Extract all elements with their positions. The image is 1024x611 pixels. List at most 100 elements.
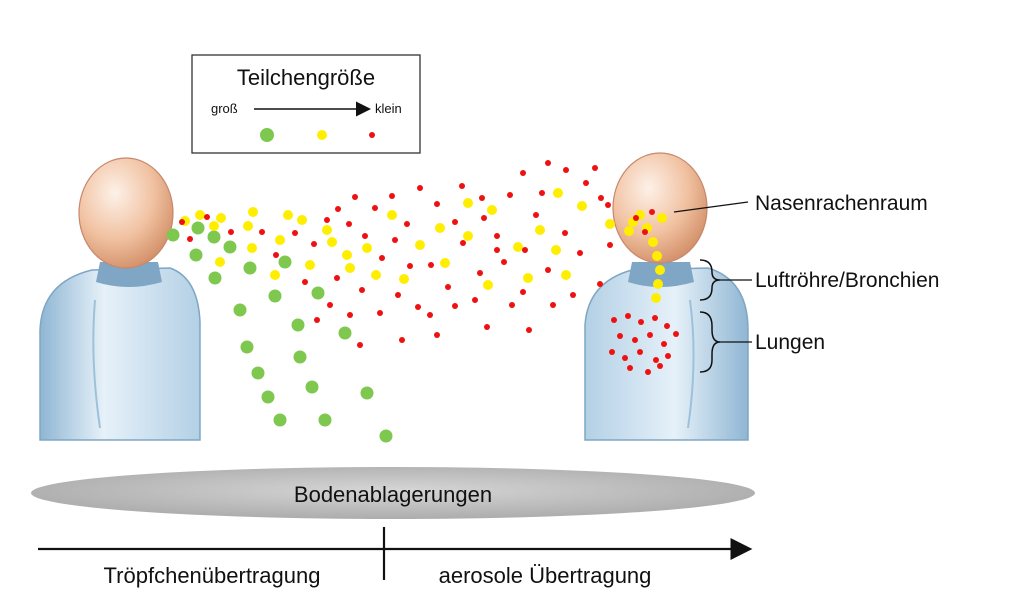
medium-particle [415, 240, 425, 250]
medium-particle [463, 198, 473, 208]
lung-small-particle [633, 215, 639, 221]
small-particle [592, 165, 598, 171]
small-particle [479, 195, 485, 201]
large-particle [243, 261, 257, 275]
small-particle [445, 284, 451, 290]
lung-small-particle [625, 313, 631, 319]
small-particle [335, 206, 341, 212]
medium-particle [247, 243, 257, 253]
person-left-arm-fold [92, 299, 101, 429]
medium-particle [553, 188, 563, 198]
small-particle [334, 275, 340, 281]
person-left [39, 157, 201, 441]
small-particle [314, 317, 320, 323]
medium-particle [362, 243, 372, 253]
airway-medium-particle [648, 237, 658, 247]
medium-particle [435, 223, 445, 233]
lung-small-particle [609, 349, 615, 355]
trachea-bronchi-label: Luftröhre/Bronchien [755, 269, 939, 292]
lung-small-particle [647, 332, 653, 338]
large-particle [251, 366, 265, 380]
large-particle [360, 386, 374, 400]
airway-medium-particle [651, 293, 661, 303]
large-particle [311, 286, 325, 300]
small-particle [311, 241, 317, 247]
small-particle [273, 252, 279, 258]
medium-particle [399, 274, 409, 284]
small-particle [545, 267, 551, 273]
legend-swatch-small [369, 132, 375, 138]
small-particle [520, 170, 526, 176]
anatomy-annotations: Nasenrachenraum Luftröhre/Bronchien Lung… [673, 192, 939, 373]
small-particle [597, 281, 603, 287]
small-particle [395, 292, 401, 298]
small-particle [204, 214, 210, 220]
lung-small-particle [638, 319, 644, 325]
small-particle [228, 229, 234, 235]
airway-medium-particle [652, 251, 662, 261]
droplet-transmission-label: Tröpfchenübertragung [104, 563, 321, 588]
ground-ellipse [31, 467, 755, 519]
small-particle [372, 205, 378, 211]
small-particle [357, 342, 363, 348]
large-particle [291, 318, 305, 332]
small-particle [379, 255, 385, 261]
airway-medium-particle [624, 226, 634, 236]
small-particle [428, 262, 434, 268]
lung-small-particle [622, 355, 628, 361]
transmission-axis: Tröpfchenübertragung aerosole Übertragun… [38, 527, 753, 588]
medium-particle [305, 260, 315, 270]
small-particle [389, 193, 395, 199]
lungs-label: Lungen [755, 331, 825, 354]
small-particle [605, 202, 611, 208]
small-particle [545, 160, 551, 166]
person-left-body [39, 267, 201, 441]
small-particle [404, 221, 410, 227]
small-particle [452, 303, 458, 309]
medium-particle [275, 235, 285, 245]
large-particle [208, 271, 222, 285]
medium-particle [577, 201, 587, 211]
small-particle [607, 242, 613, 248]
small-particle [259, 229, 265, 235]
medium-particle [551, 245, 561, 255]
legend: Teilchengröße groß klein [191, 54, 421, 154]
large-particle [278, 255, 292, 269]
medium-particle [487, 205, 497, 215]
small-particle [292, 230, 298, 236]
lung-small-particle [665, 353, 671, 359]
medium-particle [270, 270, 280, 280]
legend-swatch-large [260, 128, 274, 142]
legend-from-label: groß [211, 101, 238, 116]
medium-particle [561, 270, 571, 280]
medium-particle [216, 213, 226, 223]
legend-frame [191, 54, 421, 154]
medium-particle [195, 210, 205, 220]
large-particle [305, 380, 319, 394]
large-particle [223, 240, 237, 254]
small-particle [324, 217, 330, 223]
aerosol-transmission-label: aerosole Übertragung [439, 563, 652, 588]
small-particle [526, 327, 532, 333]
small-particle [377, 310, 383, 316]
small-particle [407, 263, 413, 269]
small-particle [562, 230, 568, 236]
small-particle [598, 195, 604, 201]
lung-small-particle [657, 363, 663, 369]
lung-small-particle [617, 333, 623, 339]
small-particle [179, 219, 185, 225]
small-particle [459, 183, 465, 189]
large-particle [166, 228, 180, 242]
small-particle [563, 167, 569, 173]
lung-small-particle [642, 229, 648, 235]
medium-particle [605, 219, 615, 229]
medium-particle [327, 237, 337, 247]
small-particle [327, 302, 333, 308]
small-particle [417, 185, 423, 191]
medium-particle [523, 273, 533, 283]
large-particle [233, 303, 247, 317]
large-particle [191, 221, 205, 235]
person-left-neck [96, 262, 162, 287]
lung-small-particle [664, 323, 670, 329]
person-right-arm-fold [687, 299, 695, 429]
